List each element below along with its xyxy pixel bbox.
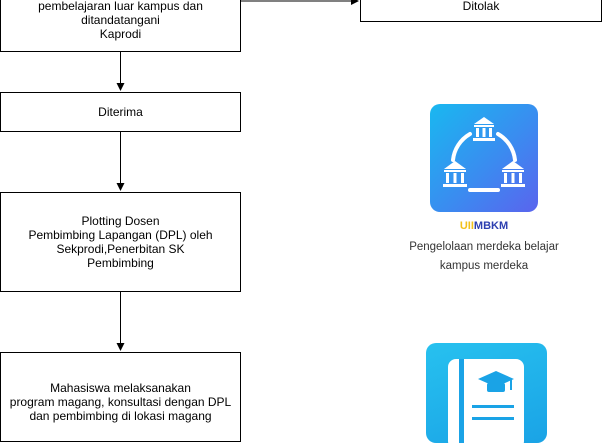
flow-box-plotting: Plotting Dosen Pembimbing Lapangan (DPL)… — [0, 192, 241, 292]
app-title-part2: MBKM — [473, 220, 509, 232]
flow-box-ditolak: Ditolak — [360, 0, 602, 22]
flow-box-ditolak-text: Ditolak — [462, 0, 500, 13]
flow-box-diterima-text: Diterima — [98, 105, 143, 119]
flow-box-mahasiswa-text: Mahasiswa melaksanakan program magang, k… — [9, 381, 232, 423]
flow-box-approval: pembelajaran luar kampus dan ditandatang… — [0, 0, 241, 52]
flow-box-plotting-text: Plotting Dosen Pembimbing Lapangan (DPL)… — [28, 214, 213, 270]
book-glyph — [448, 359, 524, 448]
app-description: Pengelolaan merdeka belajar kampus merde… — [409, 241, 559, 272]
app-title[interactable]: UIIMBKM — [404, 219, 564, 233]
university-network-icon[interactable] — [430, 104, 538, 212]
flow-box-diterima: Diterima — [0, 92, 241, 132]
book-graduation-cap-icon[interactable] — [426, 343, 547, 448]
flow-box-mahasiswa: Mahasiswa melaksanakan program magang, k… — [0, 352, 241, 442]
flow-box-approval-text: pembelajaran luar kampus dan ditandatang… — [38, 0, 203, 41]
app-title-part1: UII — [459, 220, 474, 232]
university-network-glyph — [443, 117, 525, 192]
